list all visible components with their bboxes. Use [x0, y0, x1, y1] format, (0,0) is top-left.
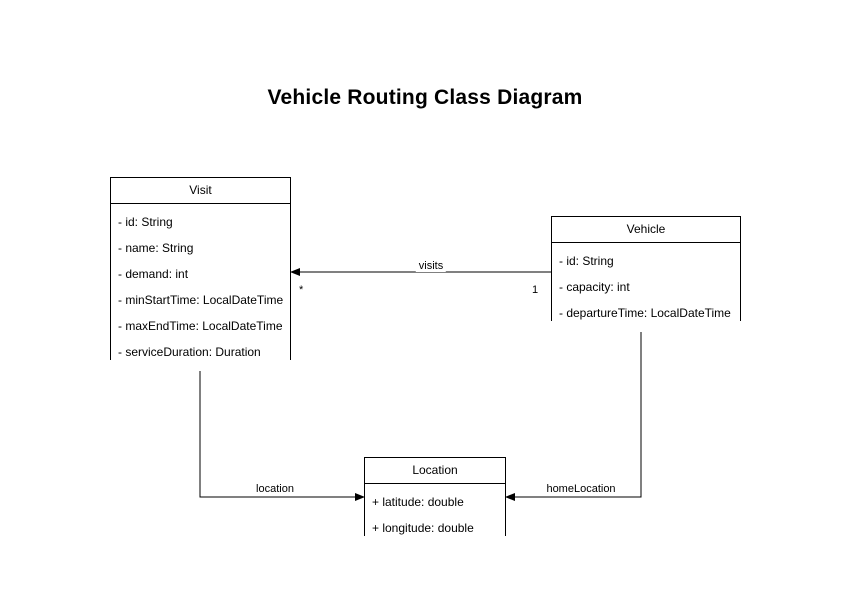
uml-attribute: - departureTime: LocalDateTime [559, 306, 731, 320]
uml-class-name-location: Location [365, 458, 505, 484]
uml-attribute: - serviceDuration: Duration [118, 345, 261, 359]
uml-class-visit[interactable]: Visit - id: String - name: String - demand:… [110, 177, 291, 371]
uml-class-name-vehicle: Vehicle [552, 217, 740, 243]
uml-attribute: + longitude: double [372, 521, 474, 535]
page-title: Vehicle Routing Class Diagram [267, 86, 583, 109]
uml-class-vehicle[interactable]: Vehicle - id: String - capacity: int - depa… [551, 216, 741, 332]
uml-attributes-location: + latitude: double + longitude: double [365, 484, 505, 547]
uml-attributes-vehicle: - id: String - capacity: int - departureTi… [552, 243, 740, 332]
uml-attribute: + latitude: double [372, 495, 464, 509]
uml-attribute: - demand: int [118, 267, 189, 281]
uml-attribute: - id: String [559, 254, 614, 268]
edge-label-location: location [253, 483, 297, 495]
uml-attribute: - id: String [118, 215, 173, 229]
multiplicity-visits-source: 1 [532, 284, 539, 296]
uml-attribute: - name: String [118, 241, 194, 255]
uml-class-name-visit: Visit [111, 178, 290, 204]
multiplicity-visits-target: * [299, 284, 304, 296]
uml-attribute: - capacity: int [559, 280, 630, 294]
edge-label-visits: visits [415, 260, 447, 272]
uml-attributes-visit: - id: String - name: String - demand: int -… [111, 204, 290, 371]
association-line-homeLocation[interactable] [505, 321, 642, 501]
uml-class-location[interactable]: Location + latitude: double + longitude: d… [364, 457, 506, 547]
uml-attribute: - minStartTime: LocalDateTime [118, 293, 284, 307]
edge-paths [199, 268, 642, 501]
edge-label-homeLocation: homeLocation [543, 483, 619, 495]
uml-attribute: - maxEndTime: LocalDateTime [118, 319, 283, 333]
association-line-location[interactable] [199, 360, 365, 501]
